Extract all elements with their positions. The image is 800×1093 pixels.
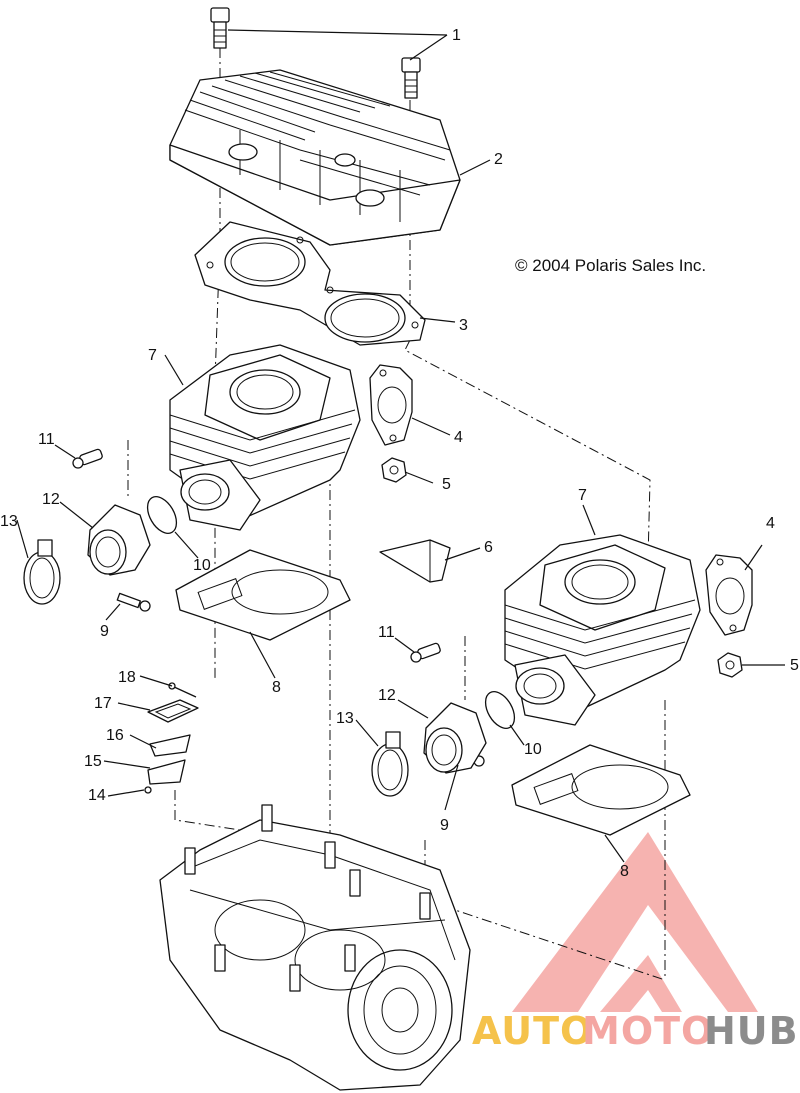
bolt-icon xyxy=(210,7,230,49)
callout-14: 14 xyxy=(88,787,106,804)
o-ring-icon xyxy=(484,691,516,729)
watermark-brand-hub: HUB xyxy=(704,1009,799,1053)
callout-12: 12 xyxy=(378,687,396,704)
triangle-logo-icon xyxy=(512,832,758,1012)
gasket-icon xyxy=(369,364,413,446)
callout-8: 8 xyxy=(620,863,629,880)
gasket-icon xyxy=(511,744,691,836)
cage-icon xyxy=(147,699,199,723)
gasket-icon xyxy=(194,221,426,346)
callout-9: 9 xyxy=(100,623,109,640)
callout-3: 3 xyxy=(459,317,468,334)
callout-11: 11 xyxy=(378,624,395,641)
callout-5: 5 xyxy=(442,476,451,493)
leader-lines xyxy=(16,29,785,863)
clamp-icon xyxy=(371,731,409,797)
o-ring-icon xyxy=(146,496,178,534)
crankcase-icon xyxy=(159,804,471,1091)
bolt-icon xyxy=(401,57,421,99)
bolt-icon xyxy=(72,448,103,469)
callout-13: 13 xyxy=(0,513,18,530)
callout-13: 13 xyxy=(336,710,354,727)
callout-10: 10 xyxy=(524,741,542,758)
callout-9: 9 xyxy=(440,817,449,834)
boot-icon xyxy=(423,702,487,774)
gasket-icon xyxy=(175,549,351,641)
callout-12: 12 xyxy=(42,491,60,508)
callout-6: 6 xyxy=(484,539,493,556)
boot-icon xyxy=(87,504,151,576)
callout-1: 1 xyxy=(452,27,461,44)
callout-15: 15 xyxy=(84,753,102,770)
callout-10: 10 xyxy=(193,557,211,574)
cylinder-icon xyxy=(504,534,701,726)
clamp-icon xyxy=(23,539,61,605)
gasket-icon xyxy=(705,554,753,636)
bolt-icon xyxy=(116,592,151,612)
callout-7: 7 xyxy=(148,347,157,364)
bracket-icon xyxy=(379,539,451,583)
watermark-brand-auto: AUTO xyxy=(472,1009,593,1053)
callout-7: 7 xyxy=(578,487,587,504)
bolt-icon xyxy=(410,642,441,663)
screw-icon xyxy=(168,682,197,698)
cylinder-head-icon xyxy=(169,69,461,246)
nut-icon xyxy=(381,457,407,483)
watermark-brand-moto: MOTO xyxy=(582,1009,714,1053)
nut-icon xyxy=(717,652,743,678)
watermark-logo: AUTO MOTO HUB xyxy=(472,832,799,1053)
cylinder-icon xyxy=(169,344,361,531)
callout-16: 16 xyxy=(106,727,124,744)
callout-labels: 1 2 3 4 4 5 5 6 7 7 8 8 9 9 10 10 11 11 … xyxy=(0,27,799,880)
callout-18: 18 xyxy=(118,669,136,686)
callout-11: 11 xyxy=(38,431,55,448)
copyright-notice: © 2004 Polaris Sales Inc. xyxy=(515,256,706,275)
callout-17: 17 xyxy=(94,695,112,712)
plate-icon xyxy=(147,759,186,785)
callout-8: 8 xyxy=(272,679,281,696)
callout-2: 2 xyxy=(494,151,503,168)
reed-icon xyxy=(149,734,191,757)
screw-icon xyxy=(144,786,152,794)
callout-4: 4 xyxy=(454,429,463,446)
callout-5: 5 xyxy=(790,657,799,674)
callout-4: 4 xyxy=(766,515,775,532)
